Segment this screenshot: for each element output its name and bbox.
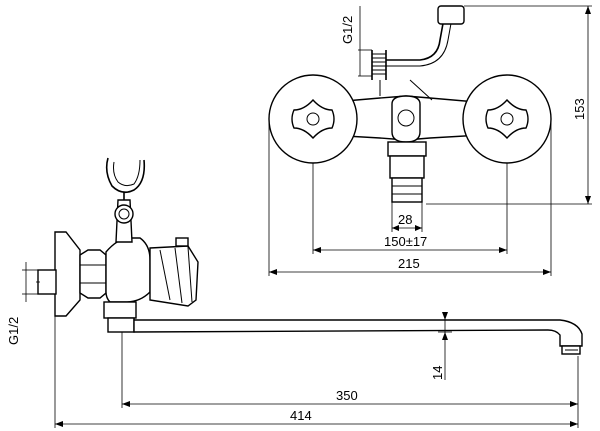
side-diverter-knob	[114, 204, 134, 224]
side-thread-label: G1/2	[6, 317, 21, 345]
front-view-dimensions: G1/2 153 28 150±17 215	[268, 5, 592, 276]
side-valve-body	[105, 237, 151, 303]
side-view	[36, 157, 583, 355]
front-shower-holder	[437, 5, 465, 25]
front-view	[268, 5, 552, 203]
front-shower-hose	[386, 17, 445, 61]
side-shower-hook	[105, 157, 146, 194]
front-right-cross-handle	[485, 98, 529, 140]
front-overall-width-label: 215	[398, 256, 420, 271]
front-left-cross-handle	[291, 98, 335, 140]
side-hex-nut	[79, 249, 107, 299]
front-height-label: 153	[572, 98, 587, 120]
side-wall-flange	[54, 231, 81, 317]
front-center-distance-label: 150±17	[384, 234, 427, 249]
front-outlet-block	[387, 141, 427, 157]
front-thread-label: G1/2	[340, 16, 355, 44]
side-inlet-stub	[37, 269, 57, 295]
front-shower-thread	[371, 50, 387, 80]
side-overall-length-label: 414	[290, 408, 312, 423]
side-spout-reach-label: 350	[336, 388, 358, 403]
side-view-dimensions: G1/2 14 350 414	[6, 262, 579, 428]
side-handle	[149, 245, 199, 307]
side-spout-collar	[103, 301, 137, 319]
front-outlet-label: 28	[398, 212, 412, 227]
side-spout	[133, 319, 583, 347]
side-spout-height-label: 14	[430, 366, 445, 380]
front-diverter	[391, 95, 421, 143]
